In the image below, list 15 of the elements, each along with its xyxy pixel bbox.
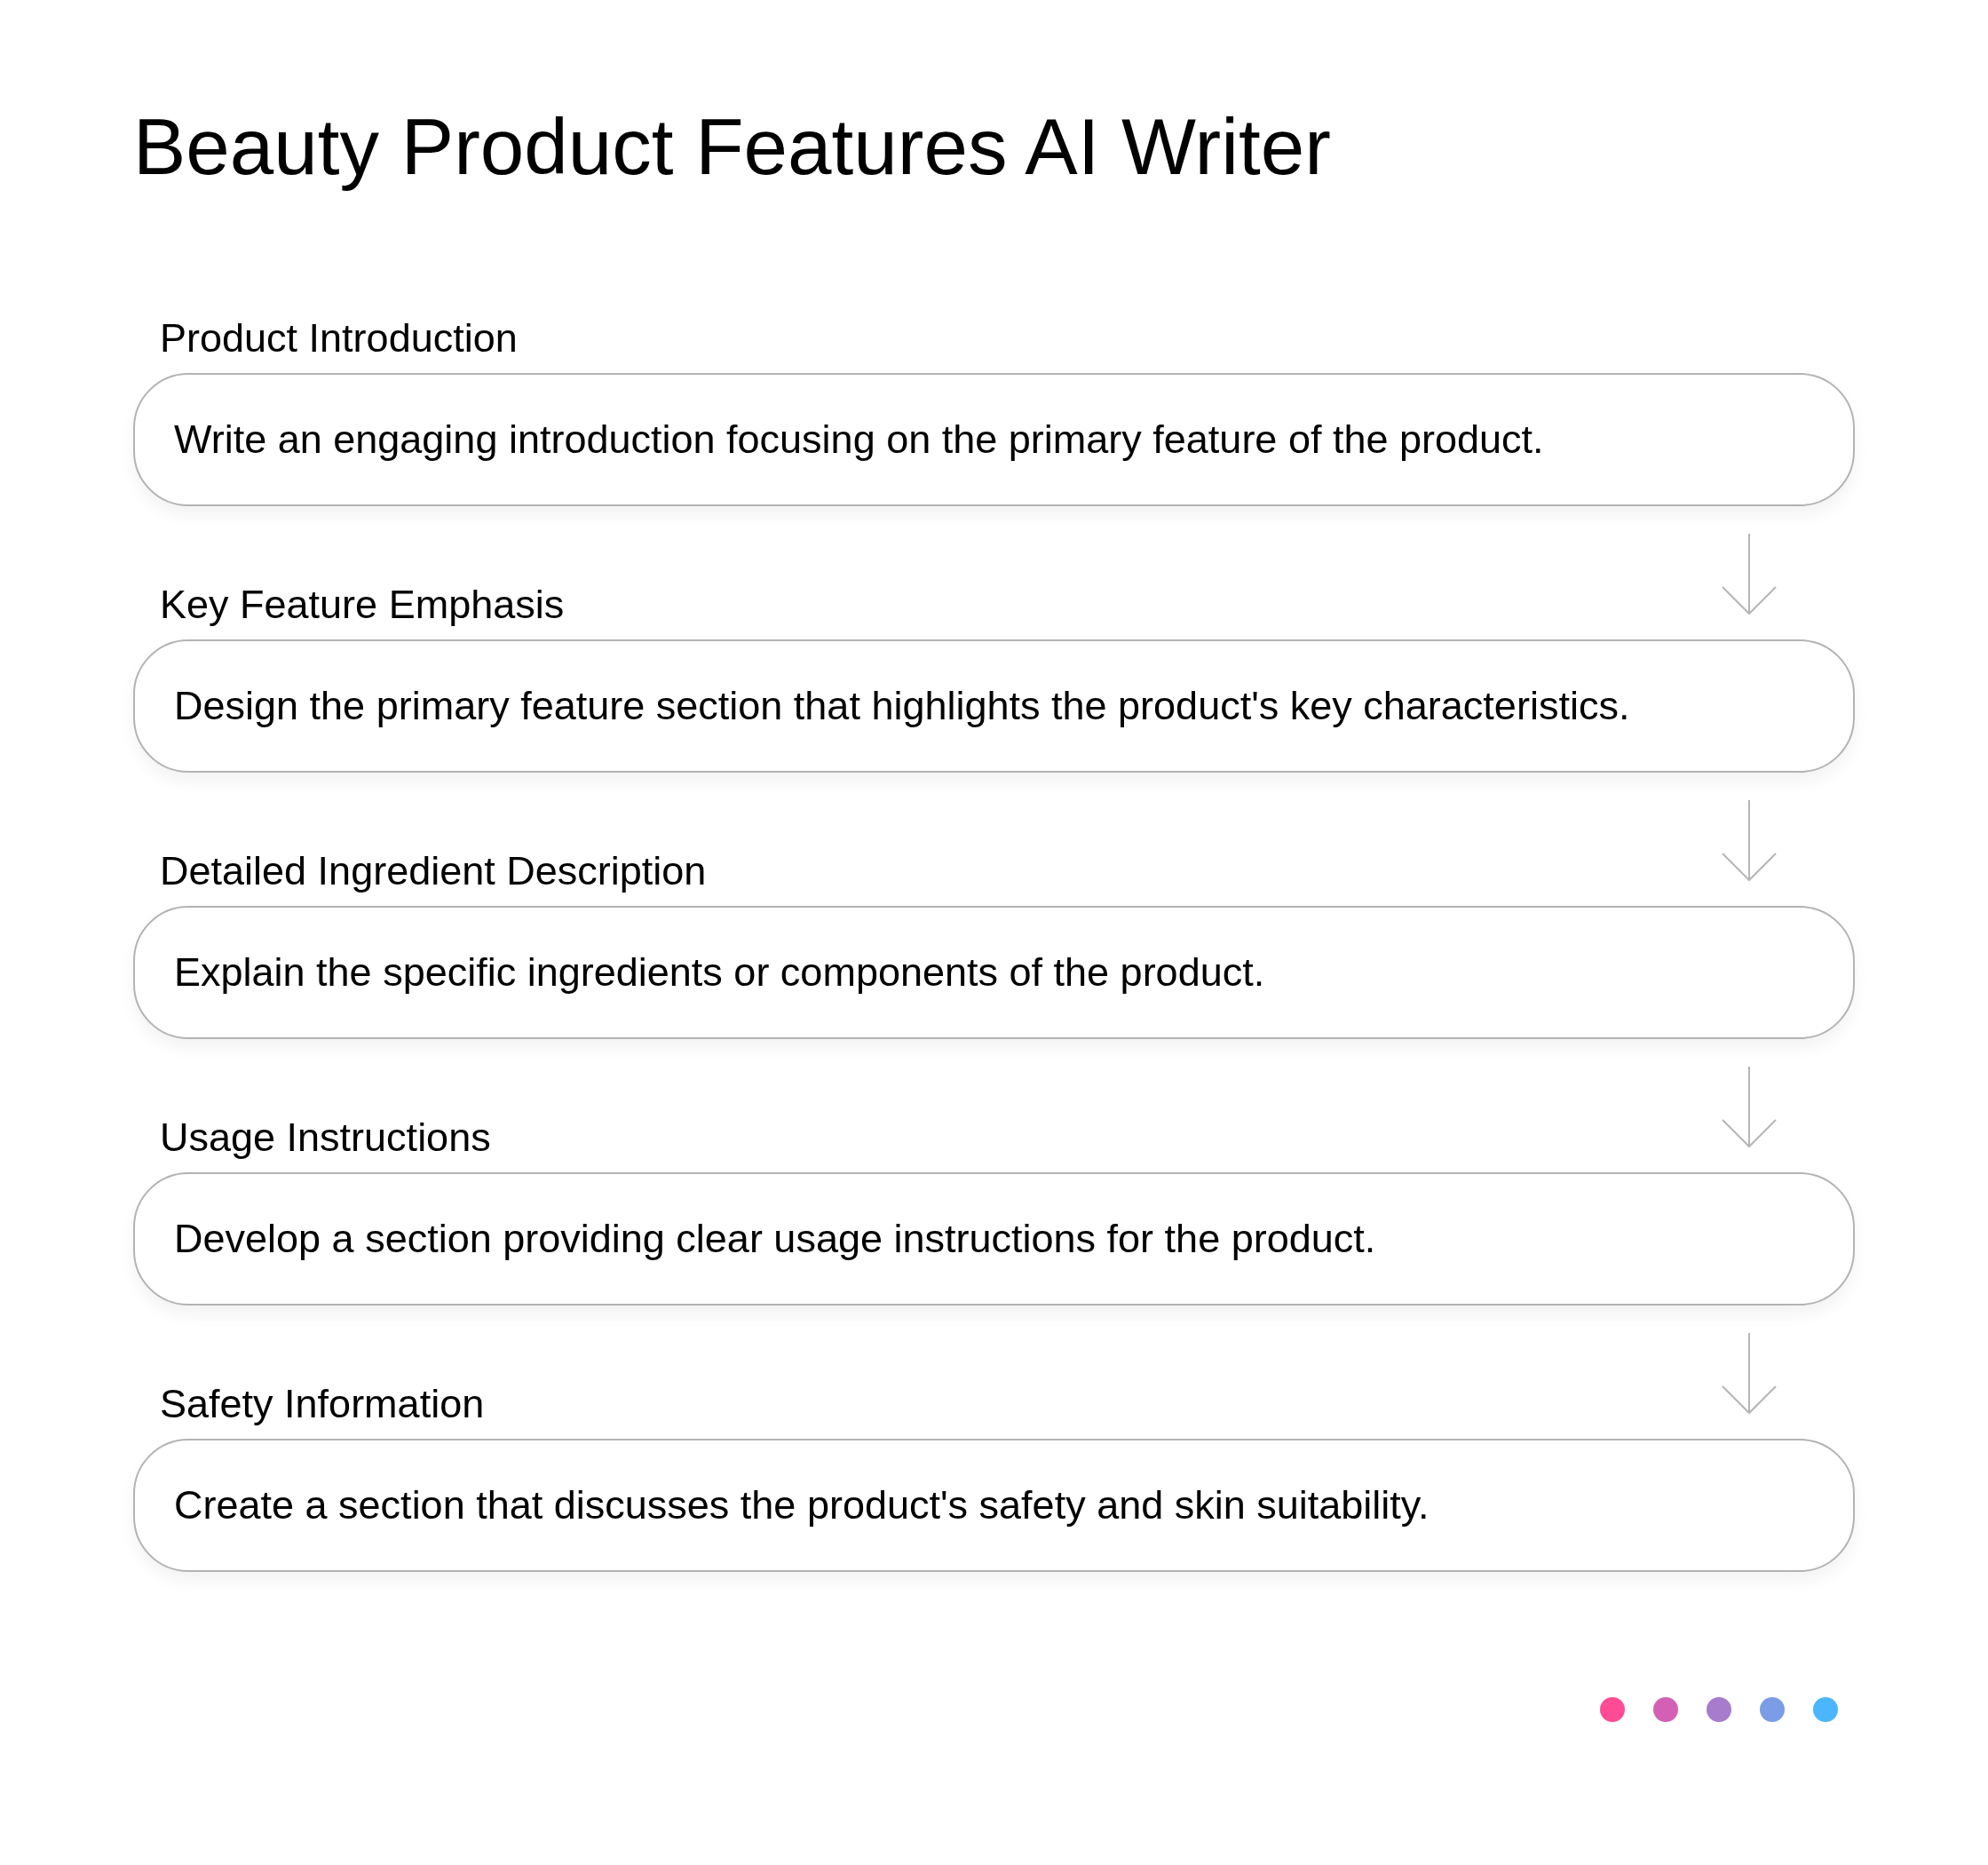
diagram-title: Beauty Product Features AI Writer <box>133 101 1331 193</box>
arrow <box>1722 1066 1777 1147</box>
step-description: Create a section that discusses the product's safety and skin suitability. <box>174 1481 1430 1529</box>
step-heading: Detailed Ingredient Description <box>160 847 707 895</box>
arrow <box>1722 1332 1777 1414</box>
step-description: Develop a section providing clear usage instructions for the product. <box>174 1215 1376 1263</box>
step-description: Design the primary feature section that highlights the product's key characteristics. <box>174 682 1630 730</box>
arrow <box>1722 799 1777 881</box>
step-description: Write an engaging introduction focusing on the primary feature of the product. <box>174 416 1544 464</box>
step-heading: Usage Instructions <box>160 1114 491 1162</box>
arrow <box>1722 533 1777 615</box>
step-heading: Safety Information <box>160 1380 485 1428</box>
step-heading: Key Feature Emphasis <box>160 581 565 629</box>
step-description: Explain the specific ingredients or components of the product. <box>174 948 1265 996</box>
step-heading: Product Introduction <box>160 314 518 362</box>
